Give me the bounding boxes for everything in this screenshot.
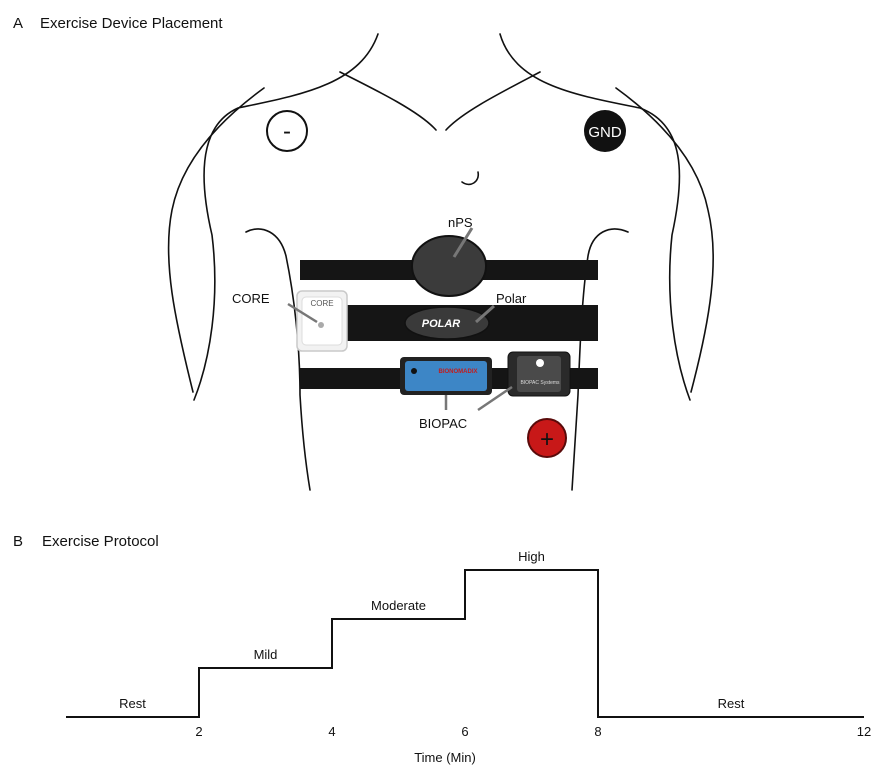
stage-label-2: Moderate [371, 598, 426, 613]
biopac-brand: BIONOMADIX [439, 369, 478, 375]
positive-electrode-label: + [540, 426, 554, 453]
positive-electrode: + [528, 419, 566, 457]
panel-b-letter: B [13, 533, 23, 550]
x-tick-label-1: 4 [328, 724, 335, 739]
protocol-step-line [66, 570, 864, 717]
x-axis-label: Time (Min) [414, 750, 476, 765]
ground-electrode: GND [584, 110, 626, 152]
stage-label-0: Rest [119, 696, 146, 711]
nps-sensor [412, 228, 486, 296]
core-sensor: CORE [288, 291, 347, 351]
panel-b-title: Exercise Protocol [42, 533, 159, 550]
x-tick-label-4: 12 [857, 724, 871, 739]
biopac-label: BIOPAC [419, 416, 467, 431]
x-tick-label-2: 6 [461, 724, 468, 739]
negative-electrode: - [267, 111, 307, 151]
x-tick-labels: 2 4 6 8 12 [195, 724, 871, 739]
core-label: CORE [232, 291, 270, 306]
biopac-systems-text: BIOPAC Systems [520, 380, 560, 386]
negative-electrode-label: - [283, 118, 291, 145]
x-tick-label-3: 8 [594, 724, 601, 739]
polar-label: Polar [496, 291, 527, 306]
core-logo: CORE [310, 299, 333, 308]
panel-a-letter: A [13, 15, 23, 32]
polar-logo: POLAR [422, 318, 461, 330]
stage-label-4: Rest [718, 696, 745, 711]
biopac-clip: BIOPAC Systems [508, 352, 570, 396]
stage-label-1: Mild [254, 647, 278, 662]
stage-label-3: High [518, 549, 545, 564]
nps-label: nPS [448, 215, 473, 230]
panel-a-title: Exercise Device Placement [40, 15, 223, 32]
ground-electrode-label: GND [588, 124, 622, 141]
x-tick-label-0: 2 [195, 724, 202, 739]
biopac-transmitter: BIONOMADIX [400, 357, 492, 395]
